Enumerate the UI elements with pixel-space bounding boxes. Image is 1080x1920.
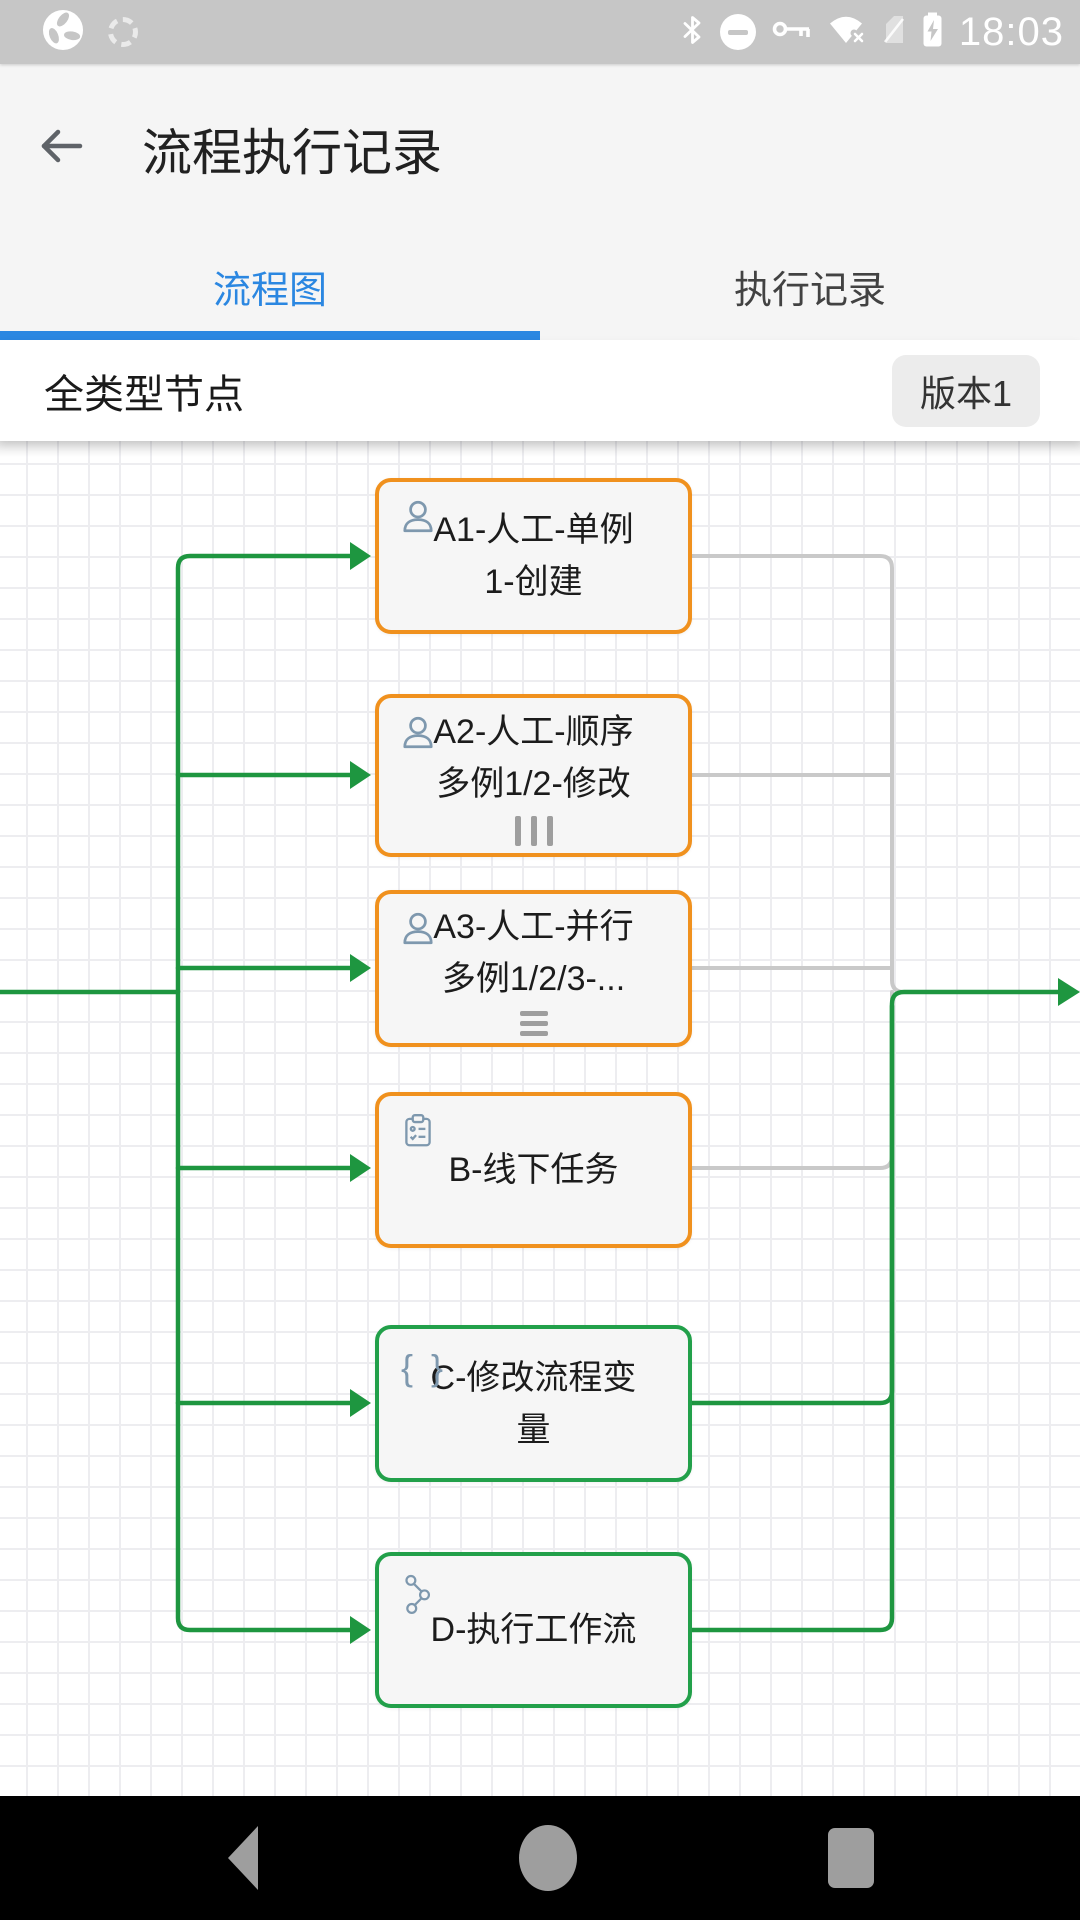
node-label-line: A3-人工-并行: [433, 908, 634, 946]
arrow-left-icon: [35, 121, 85, 176]
status-bar: 18:03: [0, 0, 1080, 64]
parallel-multi-instance-icon: [519, 1011, 548, 1036]
flow-name: 全类型节点: [44, 372, 244, 417]
clipboard-icon: [399, 1112, 437, 1155]
do-not-disturb-icon: [719, 14, 756, 50]
node-label-line: A2-人工-顺序: [433, 712, 634, 751]
node-label-line: 1-创建: [484, 563, 583, 601]
android-nav-bar: [0, 1796, 1080, 1920]
nav-back-icon[interactable]: [228, 1826, 258, 1890]
flow-node-b[interactable]: B-线下任务: [375, 1092, 692, 1248]
node-label-line: 多例1/2-修改: [436, 764, 631, 803]
flow-connectors: [0, 542, 1080, 1644]
version-badge[interactable]: 版本1: [891, 354, 1040, 427]
flow-node-c[interactable]: { } C-修改流程变 量: [375, 1325, 692, 1482]
no-sim-icon: [882, 14, 906, 50]
clock: 18:03: [958, 9, 1064, 54]
user-icon: [399, 498, 437, 541]
flow-node-a1[interactable]: A1-人工-单例 1-创建: [375, 478, 692, 634]
back-button[interactable]: [0, 64, 120, 233]
user-icon: [399, 714, 437, 757]
node-label-line: D-执行工作流: [430, 1611, 637, 1649]
user-icon: [399, 910, 437, 953]
node-label-line: 多例1/2/3-...: [441, 960, 626, 998]
page-title: 流程执行记录: [142, 124, 442, 181]
sync-spinner-icon: [108, 17, 138, 47]
wifi-disconnected-icon: [828, 13, 867, 51]
sequential-multi-instance-icon: [514, 815, 553, 846]
flow-node-d[interactable]: D-执行工作流: [375, 1552, 692, 1708]
flow-node-a3[interactable]: A3-人工-并行 多例1/2/3-...: [375, 890, 692, 1047]
app-header: 流程执行记录: [0, 64, 1080, 233]
nav-recents-icon[interactable]: [828, 1828, 874, 1888]
tab-execution-record[interactable]: 执行记录: [733, 270, 886, 312]
node-label-line: B-线下任务: [448, 1151, 619, 1189]
workflow-icon: [399, 1572, 433, 1621]
node-label-line: 量: [516, 1410, 551, 1449]
flowchart-canvas[interactable]: A1-人工-单例 1-创建 A2-人工-顺序 多例1/2-修改: [0, 441, 1080, 1796]
node-label-line: A1-人工-单例: [433, 511, 634, 549]
key-icon: [772, 17, 812, 47]
flow-node-a2[interactable]: A2-人工-顺序 多例1/2-修改: [375, 694, 692, 857]
braces-icon: { }: [401, 1347, 448, 1388]
bluetooth-icon: [680, 14, 704, 51]
tab-bar: 流程图 执行记录: [0, 233, 1080, 340]
tab-flowchart[interactable]: 流程图: [0, 233, 540, 340]
app-logo-swirl-icon: [42, 9, 84, 56]
nav-home-icon[interactable]: [519, 1825, 577, 1891]
node-label-line: C-修改流程变: [430, 1358, 637, 1397]
battery-charging-icon: [922, 12, 943, 52]
flow-info-bar: 全类型节点 版本1: [0, 340, 1080, 441]
